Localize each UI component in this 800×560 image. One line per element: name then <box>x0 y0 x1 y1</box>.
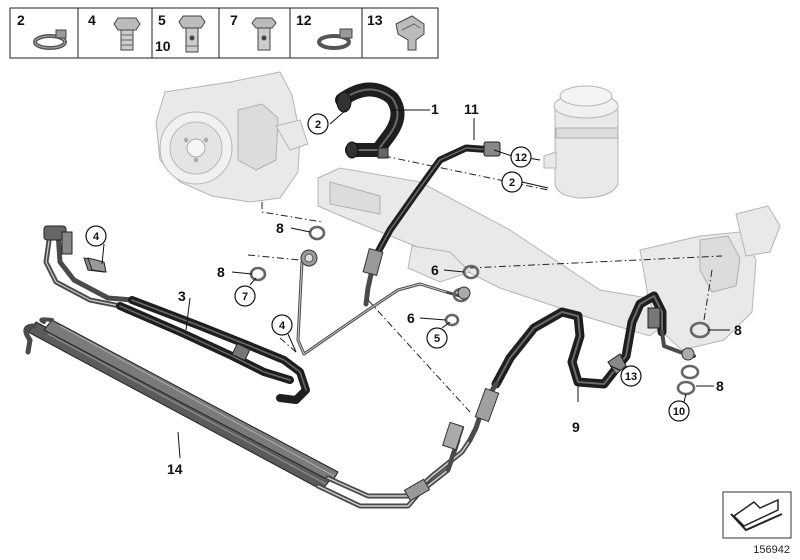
svg-text:5: 5 <box>434 333 440 345</box>
bracket-part-4 <box>87 257 107 273</box>
callout-14[interactable]: 14 <box>167 461 183 477</box>
callout-1[interactable]: 1 <box>431 101 439 117</box>
callout-4b[interactable]: 4 <box>271 314 293 336</box>
legend-cell-4[interactable]: 4 <box>88 12 141 51</box>
callout-12[interactable]: 12 <box>510 146 532 168</box>
legend-cell-13[interactable]: 13 <box>367 12 425 51</box>
callout-10[interactable]: 10 <box>668 400 690 422</box>
callout-2b[interactable]: 2 <box>501 171 523 193</box>
callout-6a[interactable]: 6 <box>431 262 439 278</box>
callout-5[interactable]: 5 <box>426 327 448 349</box>
bolt-icon <box>113 17 141 51</box>
legend-label-5: 5 <box>158 12 166 28</box>
callout-3[interactable]: 3 <box>178 288 186 304</box>
callout-4a[interactable]: 4 <box>85 225 107 247</box>
banjo-bolt-icon <box>178 15 206 53</box>
expansion-hose[interactable] <box>43 225 310 404</box>
callout-6b[interactable]: 6 <box>407 310 415 326</box>
clamp-icon <box>33 29 67 50</box>
legend-label-10: 10 <box>155 38 171 54</box>
hose-clamp-icon <box>317 28 353 50</box>
svg-text:2: 2 <box>315 119 321 131</box>
pressure-hose[interactable] <box>442 291 696 472</box>
svg-text:10: 10 <box>673 406 685 418</box>
svg-text:12: 12 <box>515 152 527 164</box>
legend-cell-7[interactable]: 7 <box>230 12 277 51</box>
callout-8a[interactable]: 8 <box>276 220 284 236</box>
legend-cell-12[interactable]: 12 <box>296 12 353 50</box>
legend-label-2: 2 <box>17 12 25 28</box>
svg-text:4: 4 <box>279 320 286 332</box>
legend-bar: 2 4 5 10 <box>9 7 439 59</box>
callout-8c[interactable]: 8 <box>734 322 742 338</box>
callout-9[interactable]: 9 <box>572 419 580 435</box>
reference-lines <box>247 155 723 413</box>
banjo-bolt-small-icon <box>251 17 277 51</box>
legend-cell-5-10[interactable]: 5 10 <box>155 12 206 54</box>
legend-label-13: 13 <box>367 12 383 28</box>
callout-13[interactable]: 13 <box>620 365 642 387</box>
svg-text:2: 2 <box>509 177 515 189</box>
nav-box[interactable] <box>722 491 792 539</box>
return-hose[interactable] <box>362 141 501 307</box>
callouts: 1 2 11 12 2 4 8 8 7 3 <box>85 101 742 477</box>
power-steering-pump <box>155 71 309 203</box>
legend-label-12: 12 <box>296 12 312 28</box>
arrow-navigation-icon <box>730 498 783 532</box>
callout-11[interactable]: 11 <box>464 101 479 117</box>
diagram-number: 156942 <box>753 544 790 556</box>
bracket-part-13 <box>607 353 627 375</box>
callout-2a[interactable]: 2 <box>307 113 329 135</box>
svg-text:13: 13 <box>625 371 637 383</box>
svg-text:4: 4 <box>93 231 100 243</box>
callout-8d[interactable]: 8 <box>716 378 724 394</box>
svg-text:7: 7 <box>242 291 248 303</box>
bracket-clip-icon <box>395 15 425 51</box>
legend-label-4: 4 <box>88 12 96 28</box>
suction-hose[interactable] <box>335 82 405 159</box>
callout-7[interactable]: 7 <box>234 285 256 307</box>
oil-cooler[interactable] <box>23 317 473 509</box>
pressure-pipe[interactable] <box>296 249 462 356</box>
fluid-reservoir <box>543 85 619 199</box>
legend-cell-2[interactable]: 2 <box>17 12 67 50</box>
callout-8b[interactable]: 8 <box>217 264 225 280</box>
legend-label-7: 7 <box>230 12 238 28</box>
